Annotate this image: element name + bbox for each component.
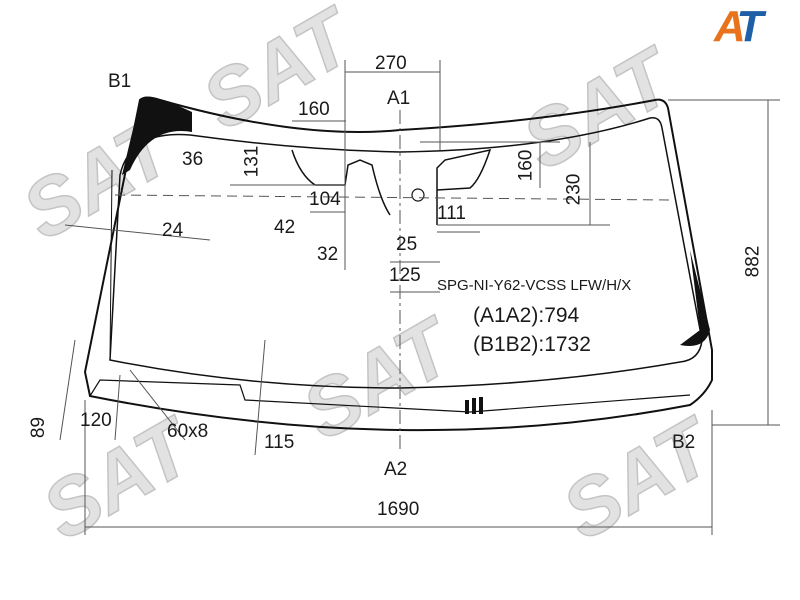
- sensor-area-right: [436, 148, 492, 225]
- point-a2: A2: [384, 459, 408, 480]
- dim-36: 36: [182, 149, 204, 170]
- dim-160-top: 160: [298, 99, 330, 120]
- dim-120: 120: [80, 410, 112, 431]
- dim-270: 270: [375, 53, 407, 74]
- dim-160-right: 160: [515, 149, 537, 182]
- b1b2-length: (B1B2):1732: [473, 333, 591, 356]
- dim-42: 42: [274, 217, 296, 238]
- dim-24: 24: [162, 220, 184, 241]
- point-b2: B2: [672, 432, 696, 453]
- glass-inner-edge: [109, 116, 703, 389]
- black-band-left: [122, 97, 192, 175]
- dim-104: 104: [309, 189, 341, 210]
- a1a2-length: (A1A2):794: [473, 304, 580, 327]
- point-a1: A1: [387, 88, 411, 109]
- sensor-area-left: [291, 149, 391, 216]
- glass-outer-edge: [83, 96, 713, 432]
- dim-882: 882: [742, 245, 764, 278]
- black-band-right: [680, 250, 710, 346]
- dim-111: 111: [437, 203, 466, 224]
- dim-115: 115: [264, 432, 295, 453]
- logo: AT: [714, 2, 764, 52]
- dim-230: 230: [563, 173, 585, 206]
- point-b1: B1: [108, 71, 132, 92]
- dim-32: 32: [317, 244, 339, 265]
- dim-25: 25: [396, 234, 418, 255]
- dim-60x8: 60x8: [167, 421, 209, 442]
- dimension-lines: [59, 60, 780, 535]
- part-code: SPG-NI-Y62-VCSS LFW/H/X: [437, 277, 632, 294]
- logo-a: A: [714, 2, 742, 51]
- dim-1690: 1690: [377, 499, 420, 520]
- dim-125: 125: [389, 265, 421, 286]
- dim-89: 89: [28, 416, 50, 439]
- logo-t: T: [736, 2, 764, 51]
- dim-131: 131: [241, 145, 263, 178]
- sensor-circle: [411, 188, 425, 202]
